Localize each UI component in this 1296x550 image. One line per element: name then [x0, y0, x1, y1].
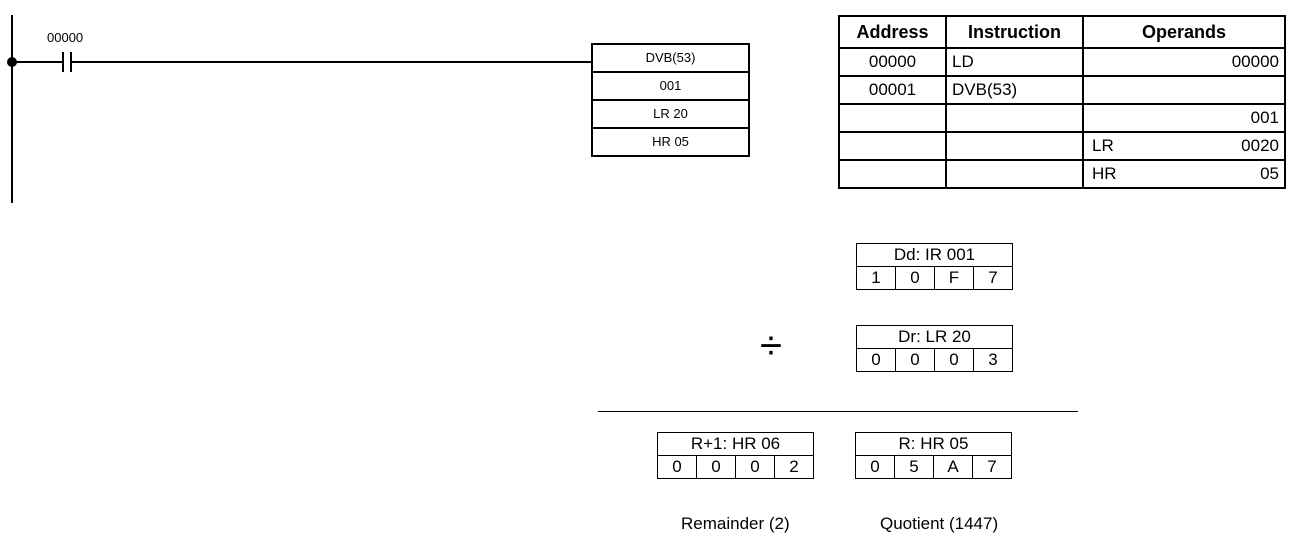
cell-operands: 00000	[1082, 47, 1286, 77]
remainder-digit: 0	[657, 455, 697, 479]
operand-area: LR	[1092, 136, 1114, 155]
remainder-register-label: R+1: HR 06	[657, 432, 814, 456]
result-divider-line	[598, 411, 1078, 412]
quotient-digit: 0	[855, 455, 895, 479]
cell-operands: 001	[1082, 103, 1286, 133]
divisor-digit: 3	[973, 348, 1013, 372]
remainder-digit: 0	[696, 455, 736, 479]
instruction-operand-divisor: LR 20	[593, 101, 748, 129]
instruction-operand-dividend: 001	[593, 73, 748, 101]
dividend-digit: 7	[973, 266, 1013, 290]
instruction-operand-result: HR 05	[652, 134, 689, 149]
cell-address: 00001	[838, 75, 947, 105]
cell-address	[838, 159, 947, 189]
instruction-name: DVB(53)	[593, 45, 748, 73]
table-row: HR 05	[838, 159, 1286, 189]
mnemonic-table: Address Instruction Operands 00000 LD 00…	[838, 15, 1286, 189]
cell-instruction	[945, 103, 1084, 133]
table-row: 001	[838, 103, 1286, 133]
quotient-register: R: HR 05 0 5 A 7	[855, 432, 1012, 479]
instruction-block: DVB(53) 001 LR 20 HR 05	[591, 43, 750, 157]
quotient-digit: 7	[972, 455, 1012, 479]
divisor-digit: 0	[895, 348, 935, 372]
divisor-digit: 0	[856, 348, 896, 372]
operand-value: 001	[1250, 108, 1279, 127]
operand-area: HR	[1092, 164, 1117, 183]
dividend-digit: F	[934, 266, 974, 290]
contact-left-bar	[62, 52, 64, 72]
left-bus-bar	[11, 15, 13, 203]
remainder-digit: 2	[774, 455, 814, 479]
table-row: 00001 DVB(53)	[838, 75, 1286, 105]
dividend-register: Dd: IR 001 1 0 F 7	[856, 243, 1013, 290]
table-header-row: Address Instruction Operands	[838, 15, 1286, 49]
quotient-caption: Quotient (1447)	[880, 514, 999, 533]
cell-instruction: LD	[945, 47, 1084, 77]
header-instruction: Instruction	[945, 15, 1084, 49]
cell-operands	[1082, 75, 1286, 105]
table-row: 00000 LD 00000	[838, 47, 1286, 77]
operand-value: 00000	[1231, 52, 1279, 71]
divisor-digit: 0	[934, 348, 974, 372]
header-operands: Operands	[1082, 15, 1286, 49]
contact-address: 00000	[47, 30, 84, 45]
divisor-label: Dr: LR 20	[856, 325, 1013, 349]
divide-sign: ÷	[760, 324, 782, 368]
divisor-register: Dr: LR 20 0 0 0 3	[856, 325, 1013, 372]
cell-address	[838, 103, 947, 133]
cell-operands: HR 05	[1082, 159, 1286, 189]
operand-value: 05	[1260, 164, 1279, 183]
rung-wire-right	[71, 61, 592, 63]
quotient-digit: A	[933, 455, 973, 479]
operand-value: 0020	[1241, 136, 1279, 155]
remainder-digit: 0	[735, 455, 775, 479]
remainder-register: R+1: HR 06 0 0 0 2	[657, 432, 814, 479]
dividend-digit: 1	[856, 266, 896, 290]
cell-instruction	[945, 159, 1084, 189]
cell-address	[838, 131, 947, 161]
remainder-caption: Remainder (2)	[681, 514, 790, 533]
quotient-digit: 5	[894, 455, 934, 479]
table-row: LR 0020	[838, 131, 1286, 161]
cell-operands: LR 0020	[1082, 131, 1286, 161]
cell-instruction: DVB(53)	[945, 75, 1084, 105]
cell-address: 00000	[838, 47, 947, 77]
cell-instruction	[945, 131, 1084, 161]
header-address: Address	[838, 15, 947, 49]
dividend-label: Dd: IR 001	[856, 243, 1013, 267]
dividend-digit: 0	[895, 266, 935, 290]
quotient-register-label: R: HR 05	[855, 432, 1012, 456]
rung-wire-left	[12, 61, 62, 63]
